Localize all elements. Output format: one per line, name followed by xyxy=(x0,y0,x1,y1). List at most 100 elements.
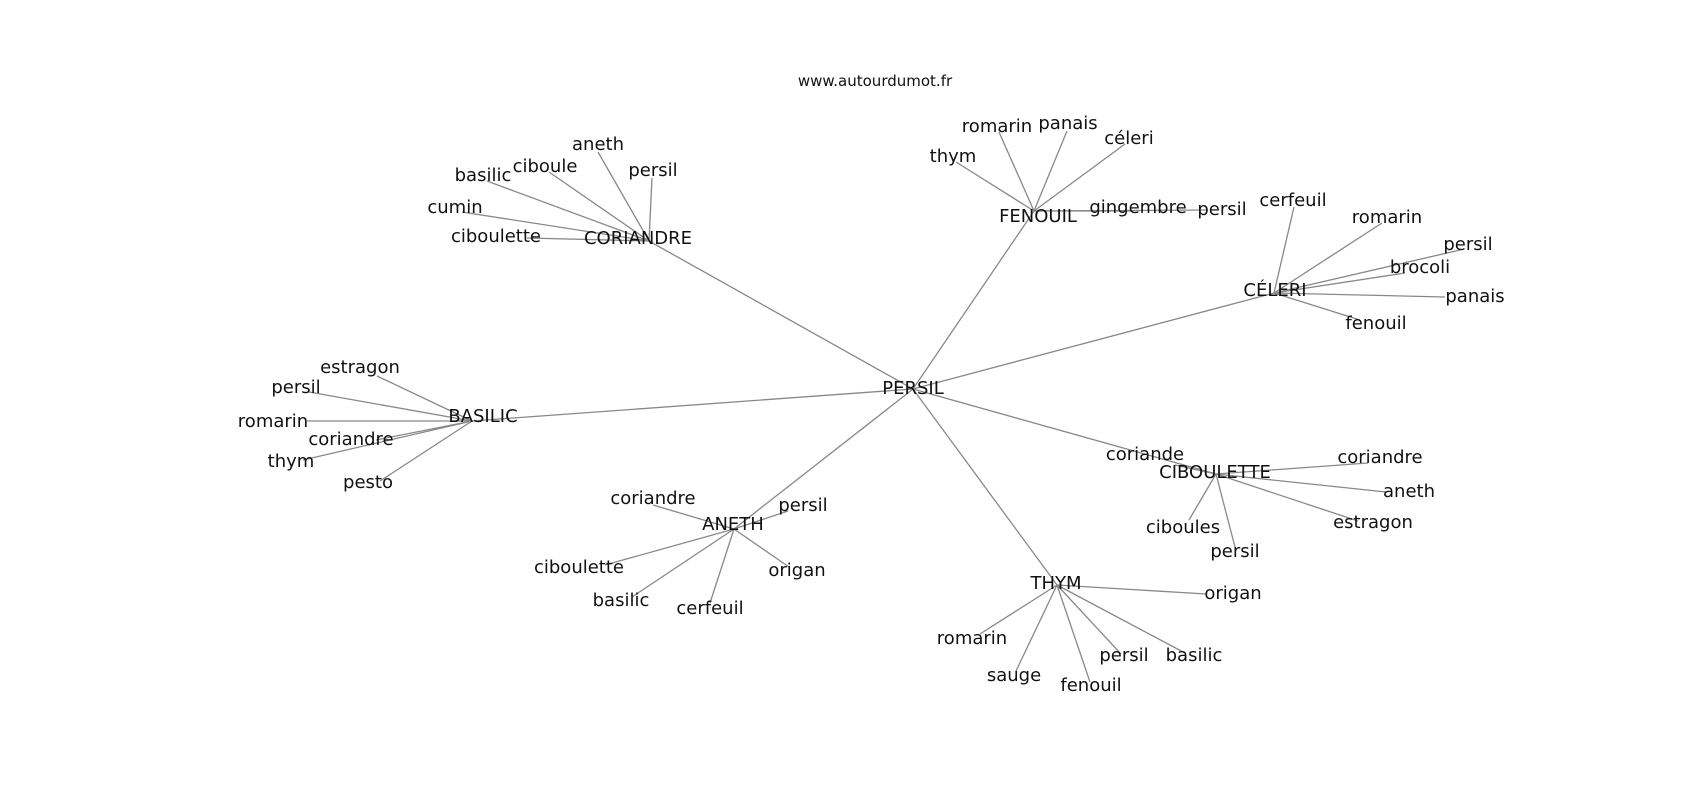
leaf-node-basilic-coriandre[interactable]: coriandre xyxy=(308,429,393,450)
edge-coriandre-cumin xyxy=(461,211,650,242)
leaf-node-fenouil-thym[interactable]: thym xyxy=(930,146,977,167)
leaf-node-celeri-cerfeuil[interactable]: cerfeuil xyxy=(1259,190,1326,211)
leaf-node-coriandre-basilic[interactable]: basilic xyxy=(455,165,512,186)
edge-fenouil-celeri xyxy=(1033,143,1126,212)
edge-coriandre-ciboule xyxy=(548,171,650,242)
edge-coriandre-persil xyxy=(648,177,653,242)
edge-fenouil-persil xyxy=(1033,209,1208,212)
edge-celeri-cerfeuil xyxy=(1273,206,1295,294)
hub-node-ciboulette[interactable]: CIBOULETTE xyxy=(1159,462,1271,483)
leaf-node-coriandre-ciboulette[interactable]: ciboulette xyxy=(451,226,541,247)
edge-celeri-persil xyxy=(1273,249,1461,294)
leaf-node-fenouil-panais[interactable]: panais xyxy=(1038,113,1097,134)
edge-persil-coriandre xyxy=(648,240,914,390)
leaf-node-celeri-fenouil[interactable]: fenouil xyxy=(1345,313,1406,334)
leaf-node-coriandre-aneth[interactable]: aneth xyxy=(572,134,624,155)
hub-node-coriandre[interactable]: CORIANDRE xyxy=(584,228,692,249)
edge-persil-thym xyxy=(912,388,1058,586)
leaf-node-thym-persil[interactable]: persil xyxy=(1099,645,1148,666)
hub-node-fenouil[interactable]: FENOUIL xyxy=(999,206,1077,227)
edge-thym-romarin xyxy=(979,584,1058,635)
leaf-node-ciboulette-estragon[interactable]: estragon xyxy=(1333,512,1413,533)
edge-thym-fenouil xyxy=(1056,584,1091,683)
leaf-node-fenouil-celeri[interactable]: céleri xyxy=(1104,128,1153,149)
leaf-node-basilic-romarin[interactable]: romarin xyxy=(238,411,308,432)
edge-coriandre-basilic xyxy=(486,180,650,242)
leaf-node-aneth-cerfeuil[interactable]: cerfeuil xyxy=(676,598,743,619)
graph-edges xyxy=(302,130,1461,683)
leaf-node-ciboulette-coriandre[interactable]: coriandre xyxy=(1337,447,1422,468)
leaf-node-aneth-coriandre[interactable]: coriandre xyxy=(610,488,695,509)
edge-persil-basilic xyxy=(471,388,914,422)
leaf-node-fenouil-persil[interactable]: persil xyxy=(1197,199,1246,220)
leaf-node-thym-basilic[interactable]: basilic xyxy=(1166,645,1223,666)
edge-coriandre-aneth xyxy=(597,151,650,242)
edge-coriandre-ciboulette xyxy=(526,237,650,242)
edge-celeri-panais xyxy=(1273,292,1446,298)
edge-aneth-persil xyxy=(733,510,789,530)
leaf-node-aneth-ciboulette[interactable]: ciboulette xyxy=(534,557,624,578)
hub-node-thym[interactable]: THYM xyxy=(1029,573,1081,594)
hub-node-aneth[interactable]: ANETH xyxy=(702,514,764,535)
leaf-node-basilic-pesto[interactable]: pesto xyxy=(343,472,393,493)
leaf-node-ciboulette-ciboules[interactable]: ciboules xyxy=(1146,517,1220,538)
leaf-node-thym-sauge[interactable]: sauge xyxy=(987,665,1041,686)
edge-persil-celeri xyxy=(912,292,1275,390)
edge-ciboulette-estragon xyxy=(1215,473,1359,522)
edge-basilic-estragon xyxy=(376,375,473,422)
leaf-node-celeri-panais[interactable]: panais xyxy=(1445,286,1504,307)
edge-celeri-romarin xyxy=(1273,222,1383,294)
leaf-node-ciboulette-coriande[interactable]: coriande xyxy=(1106,444,1184,465)
edge-aneth-cerfeuil xyxy=(709,528,735,604)
hub-node-celeri[interactable]: CÉLERI xyxy=(1243,279,1306,301)
leaf-node-celeri-persil[interactable]: persil xyxy=(1443,234,1492,255)
edge-basilic-pesto xyxy=(379,420,473,482)
edge-fenouil-romarin xyxy=(998,131,1035,212)
edge-ciboulette-coriandre xyxy=(1215,462,1369,475)
leaf-node-basilic-estragon[interactable]: estragon xyxy=(320,357,400,378)
edge-persil-fenouil xyxy=(912,210,1035,390)
edge-aneth-ciboulette xyxy=(604,528,735,566)
edge-aneth-origan xyxy=(733,528,790,568)
leaf-node-coriandre-persil[interactable]: persil xyxy=(628,160,677,181)
leaf-node-ciboulette-aneth[interactable]: aneth xyxy=(1383,481,1435,502)
leaf-node-coriandre-ciboule[interactable]: ciboule xyxy=(513,156,578,177)
site-url-label: www.autourdumot.fr xyxy=(797,72,953,90)
leaf-node-aneth-persil[interactable]: persil xyxy=(778,495,827,516)
edge-basilic-thym xyxy=(302,420,473,461)
edge-celeri-brocoli xyxy=(1273,272,1406,294)
edge-thym-origan xyxy=(1056,584,1207,595)
root-node-persil[interactable]: PERSIL xyxy=(882,378,944,399)
leaf-node-celeri-romarin[interactable]: romarin xyxy=(1352,207,1422,228)
edge-aneth-basilic xyxy=(631,528,735,598)
edge-ciboulette-persil xyxy=(1215,473,1236,548)
leaf-node-coriandre-cumin[interactable]: cumin xyxy=(427,197,482,218)
edge-ciboulette-coriande xyxy=(1174,464,1217,475)
edge-fenouil-thym xyxy=(955,161,1035,212)
leaf-node-basilic-thym[interactable]: thym xyxy=(268,451,315,472)
edge-ciboulette-ciboules xyxy=(1188,473,1217,521)
edge-fenouil-panais xyxy=(1033,130,1068,212)
leaf-node-thym-origan[interactable]: origan xyxy=(1204,583,1261,604)
leaf-node-fenouil-gingembre[interactable]: gingembre xyxy=(1089,197,1186,218)
hub-node-basilic[interactable]: BASILIC xyxy=(448,406,517,427)
leaf-node-thym-fenouil[interactable]: fenouil xyxy=(1060,675,1121,696)
edge-celeri-fenouil xyxy=(1273,292,1361,321)
edge-thym-sauge xyxy=(1015,584,1058,672)
leaf-node-basilic-persil[interactable]: persil xyxy=(271,377,320,398)
leaf-node-thym-romarin[interactable]: romarin xyxy=(937,628,1007,649)
edge-thym-persil xyxy=(1056,584,1122,655)
edge-persil-aneth xyxy=(733,388,914,530)
edge-aneth-coriandre xyxy=(652,504,735,530)
edge-basilic-persil xyxy=(308,391,473,422)
edge-thym-basilic xyxy=(1056,584,1186,654)
leaf-node-fenouil-romarin[interactable]: romarin xyxy=(962,116,1032,137)
leaf-node-ciboulette-persil[interactable]: persil xyxy=(1210,541,1259,562)
leaf-node-aneth-basilic[interactable]: basilic xyxy=(593,590,650,611)
leaf-node-aneth-origan[interactable]: origan xyxy=(768,560,825,581)
edge-ciboulette-aneth xyxy=(1215,473,1387,493)
leaf-node-celeri-brocoli[interactable]: brocoli xyxy=(1390,257,1450,278)
edge-persil-ciboulette xyxy=(912,388,1217,475)
